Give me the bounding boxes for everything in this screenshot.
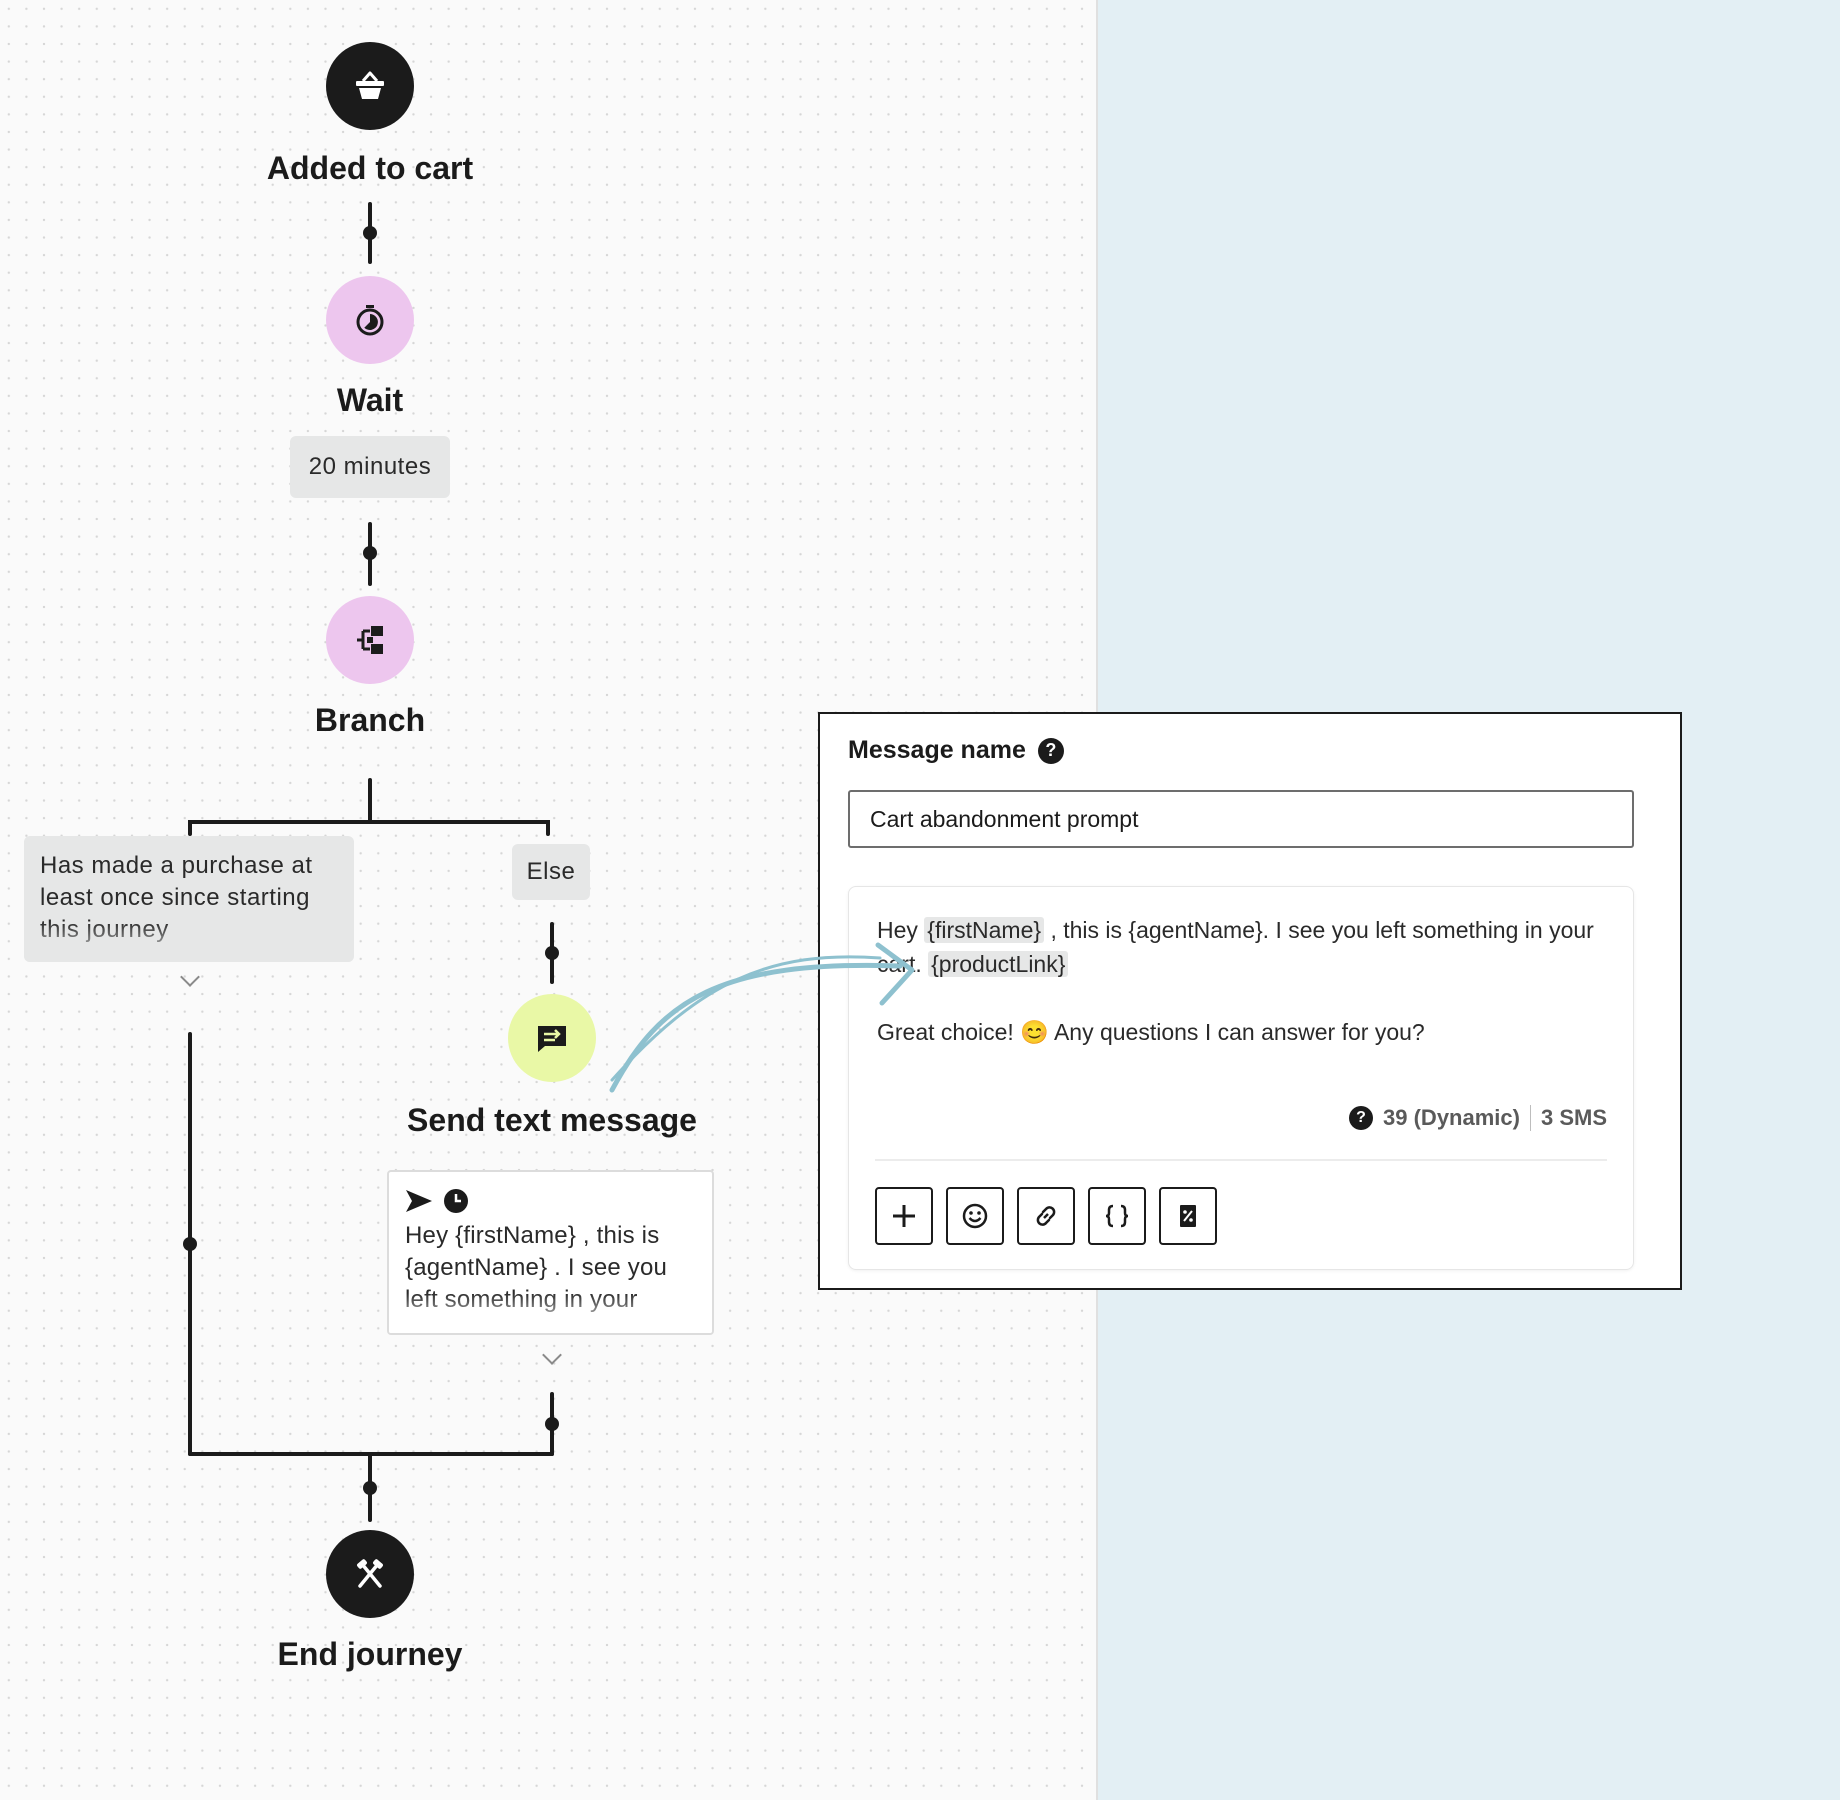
variable-chip-firstname[interactable]: {firstName} bbox=[924, 917, 1045, 943]
smile-emoji: 😊 bbox=[1020, 1019, 1049, 1045]
message-name-label: Message name bbox=[848, 736, 1026, 764]
composer-toolbar bbox=[875, 1187, 1217, 1245]
add-icon bbox=[893, 1205, 915, 1227]
trigger-label: Added to cart bbox=[266, 150, 474, 186]
message-composer[interactable]: Hey {firstName} , this is {agentName}. I… bbox=[848, 886, 1634, 1270]
link-icon bbox=[1036, 1206, 1056, 1226]
emoji-icon bbox=[962, 1203, 988, 1229]
message-line-1: Hey {firstName} , this is {agentName}. I… bbox=[877, 917, 1594, 977]
message-body[interactable]: Hey {firstName} , this is {agentName}. I… bbox=[877, 913, 1607, 1049]
branch-node[interactable] bbox=[326, 596, 414, 684]
end-journey-icon bbox=[357, 1559, 383, 1588]
counter-help-icon[interactable]: ? bbox=[1349, 1106, 1374, 1130]
branch-condition-badge[interactable]: Has made a purchase at least once since … bbox=[24, 836, 354, 962]
message-preview-card[interactable]: Hey {firstName} , this is {agentName} . … bbox=[387, 1170, 714, 1335]
send-icon bbox=[406, 1190, 432, 1212]
message-icon bbox=[538, 1026, 566, 1052]
sms-count: 3 SMS bbox=[1540, 1105, 1607, 1130]
help-icon[interactable]: ? bbox=[1037, 737, 1064, 764]
end-journey-node[interactable] bbox=[326, 1530, 414, 1618]
variable-icon bbox=[1105, 1204, 1129, 1228]
else-badge[interactable]: Else bbox=[512, 844, 590, 900]
branch-icon bbox=[357, 626, 383, 654]
wait-label: Wait bbox=[336, 382, 404, 418]
coupon-icon bbox=[1180, 1205, 1196, 1227]
timer-icon bbox=[356, 305, 384, 336]
add-button[interactable] bbox=[875, 1187, 933, 1245]
send-text-node[interactable] bbox=[508, 994, 596, 1082]
connector-lines bbox=[183, 202, 559, 1522]
wait-node[interactable] bbox=[326, 276, 414, 364]
wait-duration-badge[interactable]: 20 minutes bbox=[290, 436, 450, 498]
message-name-heading: Message name ? bbox=[848, 736, 1064, 765]
emoji-button[interactable] bbox=[946, 1187, 1004, 1245]
end-journey-label: End journey bbox=[277, 1636, 463, 1672]
message-line-2: Great choice! 😊 Any questions I can answ… bbox=[877, 1019, 1425, 1045]
basket-icon bbox=[356, 71, 384, 99]
message-name-input[interactable] bbox=[848, 790, 1634, 848]
coupon-button[interactable] bbox=[1159, 1187, 1217, 1245]
link-button[interactable] bbox=[1017, 1187, 1075, 1245]
clock-icon bbox=[444, 1189, 468, 1213]
variable-button[interactable] bbox=[1088, 1187, 1146, 1245]
character-counter: ? 39 (Dynamic) 3 SMS bbox=[1349, 1105, 1607, 1131]
character-count: 39 (Dynamic) bbox=[1383, 1105, 1520, 1130]
branch-label: Branch bbox=[314, 702, 426, 738]
variable-chip-productlink[interactable]: {productLink} bbox=[928, 951, 1069, 977]
trigger-node[interactable] bbox=[326, 42, 414, 130]
send-text-label: Send text message bbox=[407, 1102, 697, 1138]
branch-condition-text: Has made a purchase at least once since … bbox=[40, 852, 313, 943]
message-detail-panel: Message name ? Hey {firstName} , this is… bbox=[818, 712, 1682, 1290]
